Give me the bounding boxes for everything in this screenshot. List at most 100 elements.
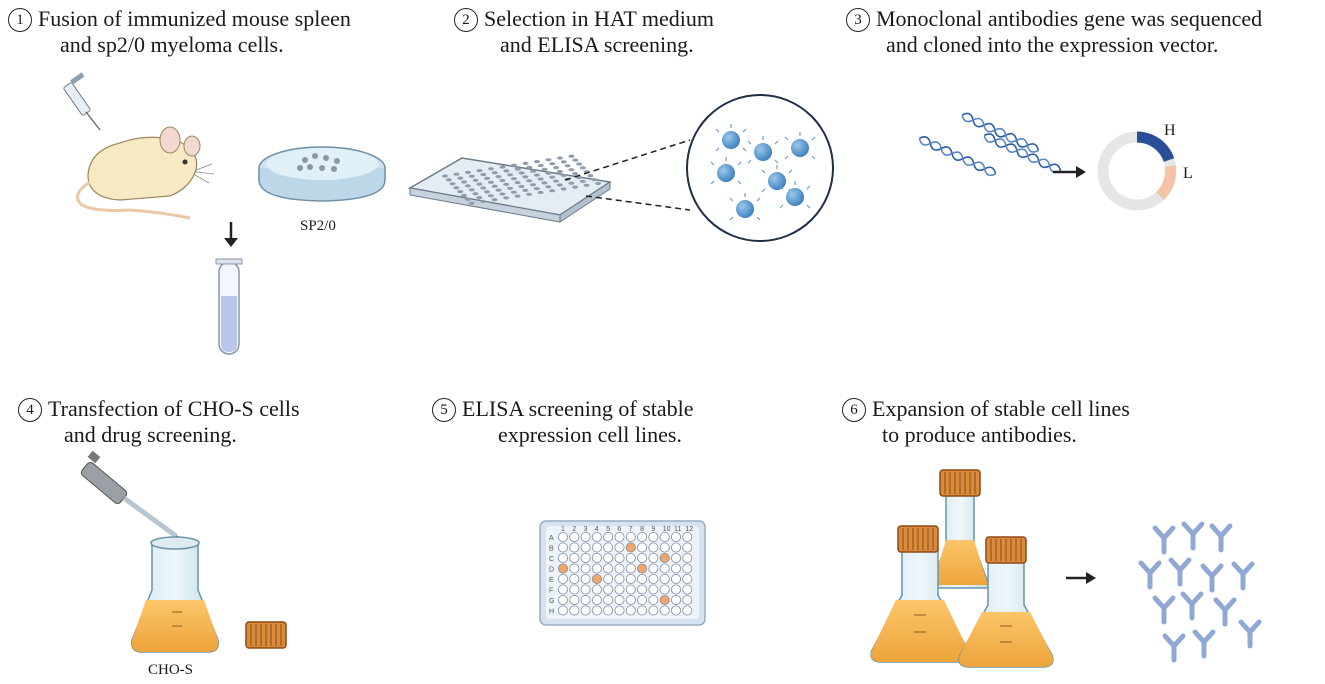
well bbox=[671, 595, 682, 606]
well bbox=[545, 185, 552, 189]
step-number: 3 bbox=[846, 8, 870, 32]
well bbox=[637, 542, 648, 553]
well bbox=[659, 605, 670, 616]
well bbox=[549, 175, 556, 179]
heavy-chain-label: H bbox=[1164, 122, 1176, 139]
well bbox=[671, 605, 682, 616]
well bbox=[637, 584, 648, 595]
well bbox=[472, 178, 479, 182]
positive-well bbox=[637, 563, 648, 574]
well bbox=[576, 162, 583, 166]
well bbox=[533, 187, 540, 191]
well bbox=[580, 563, 591, 574]
well bbox=[569, 563, 580, 574]
well bbox=[671, 563, 682, 574]
well bbox=[491, 184, 498, 188]
well bbox=[569, 542, 580, 553]
well bbox=[558, 574, 569, 585]
plate-column-label: 2 bbox=[572, 526, 576, 533]
well bbox=[614, 595, 625, 606]
well bbox=[476, 182, 483, 186]
well bbox=[625, 553, 636, 564]
plate-row-label: D bbox=[549, 567, 554, 574]
plate-row-label: G bbox=[549, 598, 554, 605]
step-number: 2 bbox=[454, 8, 478, 32]
well bbox=[503, 182, 510, 186]
well bbox=[480, 199, 487, 204]
well bbox=[671, 542, 682, 553]
well bbox=[580, 542, 591, 553]
well bbox=[603, 542, 614, 553]
well bbox=[491, 171, 498, 175]
well bbox=[603, 595, 614, 606]
well bbox=[476, 196, 483, 200]
well bbox=[514, 167, 521, 171]
well bbox=[682, 605, 693, 616]
well bbox=[671, 574, 682, 585]
well bbox=[671, 584, 682, 595]
well bbox=[659, 574, 670, 585]
well bbox=[603, 563, 614, 574]
well bbox=[580, 595, 591, 606]
step-text: and sp2/0 myeloma cells. bbox=[60, 32, 284, 57]
magnified-cells-icon bbox=[686, 94, 834, 242]
well bbox=[549, 189, 556, 193]
well bbox=[507, 186, 513, 190]
well bbox=[558, 542, 569, 553]
well bbox=[659, 532, 670, 543]
plate-column-label: 10 bbox=[663, 526, 671, 533]
well bbox=[603, 574, 614, 585]
well bbox=[659, 563, 670, 574]
well bbox=[595, 181, 602, 186]
well bbox=[453, 172, 460, 176]
well bbox=[510, 177, 517, 181]
well bbox=[484, 190, 490, 194]
well bbox=[603, 532, 614, 543]
plate-column-label: 4 bbox=[595, 526, 599, 533]
well bbox=[579, 179, 586, 183]
well bbox=[682, 563, 693, 574]
well bbox=[568, 181, 575, 185]
well bbox=[603, 584, 614, 595]
well bbox=[530, 169, 537, 173]
plate-column-label: 11 bbox=[674, 526, 681, 533]
well bbox=[558, 584, 569, 595]
light-chain-label: L bbox=[1183, 165, 1193, 182]
well bbox=[591, 584, 602, 595]
well bbox=[461, 180, 468, 184]
well bbox=[569, 595, 580, 606]
well bbox=[659, 584, 670, 595]
well bbox=[491, 198, 498, 202]
well bbox=[682, 553, 693, 564]
well bbox=[614, 605, 625, 616]
well bbox=[514, 194, 521, 198]
well bbox=[569, 584, 580, 595]
well bbox=[464, 197, 471, 201]
well bbox=[537, 190, 544, 195]
well bbox=[476, 169, 483, 173]
syringe-icon bbox=[63, 72, 101, 131]
well bbox=[564, 164, 571, 168]
well bbox=[499, 178, 506, 183]
plate-column-label: 6 bbox=[618, 526, 622, 533]
well bbox=[558, 595, 569, 606]
step-number: 1 bbox=[8, 8, 32, 32]
step-text: and ELISA screening. bbox=[500, 32, 694, 57]
well bbox=[487, 180, 494, 184]
plate-column-label: 5 bbox=[606, 526, 610, 533]
well bbox=[682, 532, 693, 543]
well bbox=[625, 605, 636, 616]
bottle-cap-icon bbox=[245, 621, 287, 649]
well bbox=[569, 532, 580, 543]
well bbox=[526, 179, 533, 183]
well bbox=[514, 181, 521, 185]
step-text: Transfection of CHO-S cells bbox=[48, 396, 300, 421]
plate-row-label: E bbox=[549, 577, 554, 584]
well bbox=[580, 553, 591, 564]
well bbox=[637, 605, 648, 616]
plate-column-label: 1 bbox=[561, 526, 565, 533]
step-text: and cloned into the expression vector. bbox=[886, 32, 1219, 57]
step-text: and drug screening. bbox=[64, 422, 237, 447]
